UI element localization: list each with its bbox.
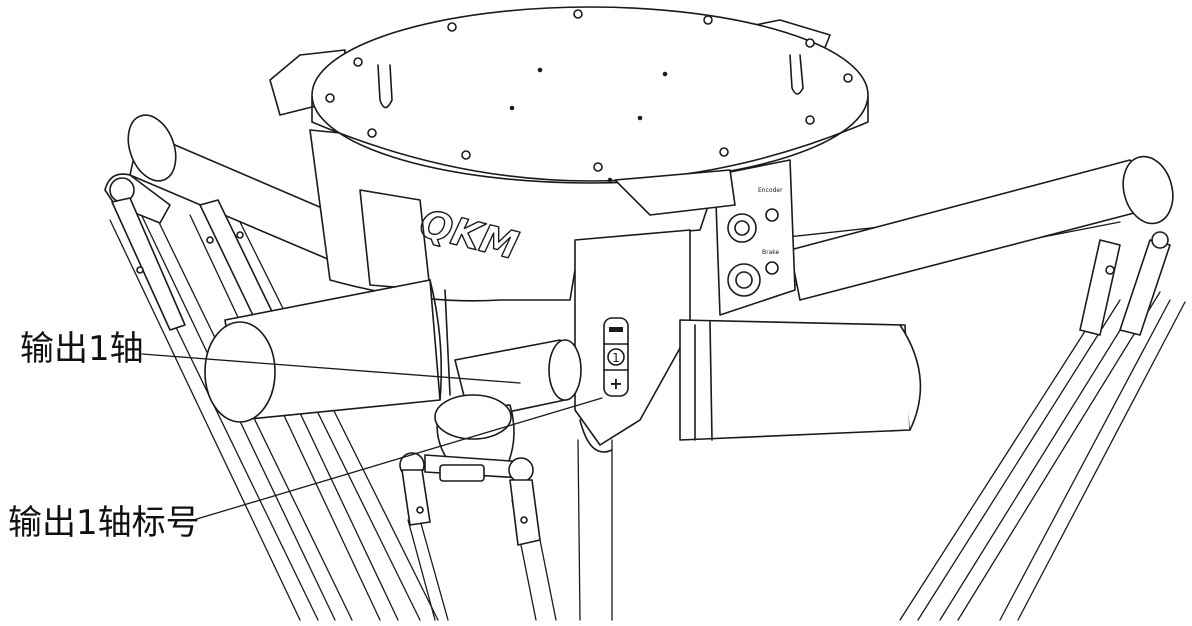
leader-line-axis <box>141 353 521 384</box>
plate-bolts <box>325 9 853 172</box>
output-axis-marking-label: 输出1轴标号 <box>8 503 200 543</box>
leader-line-axis-mark <box>189 397 603 522</box>
leader-lines <box>141 353 603 522</box>
left-motor <box>204 279 451 423</box>
top-plate <box>269 6 869 216</box>
output-axis-label: 输出1轴 <box>20 329 144 369</box>
right-upper-arm <box>789 155 1174 336</box>
panel-text-top: Encoder <box>758 187 783 194</box>
right-motor <box>679 319 922 441</box>
panel-text-bottom: Brake <box>762 249 780 256</box>
output-axis-1 <box>399 339 582 546</box>
axis-marker-plus: + <box>609 374 622 393</box>
axis-1-marker: 1 + <box>603 317 629 397</box>
left-upper-arm <box>104 114 351 331</box>
axis-marker-number: 1 <box>612 351 620 365</box>
